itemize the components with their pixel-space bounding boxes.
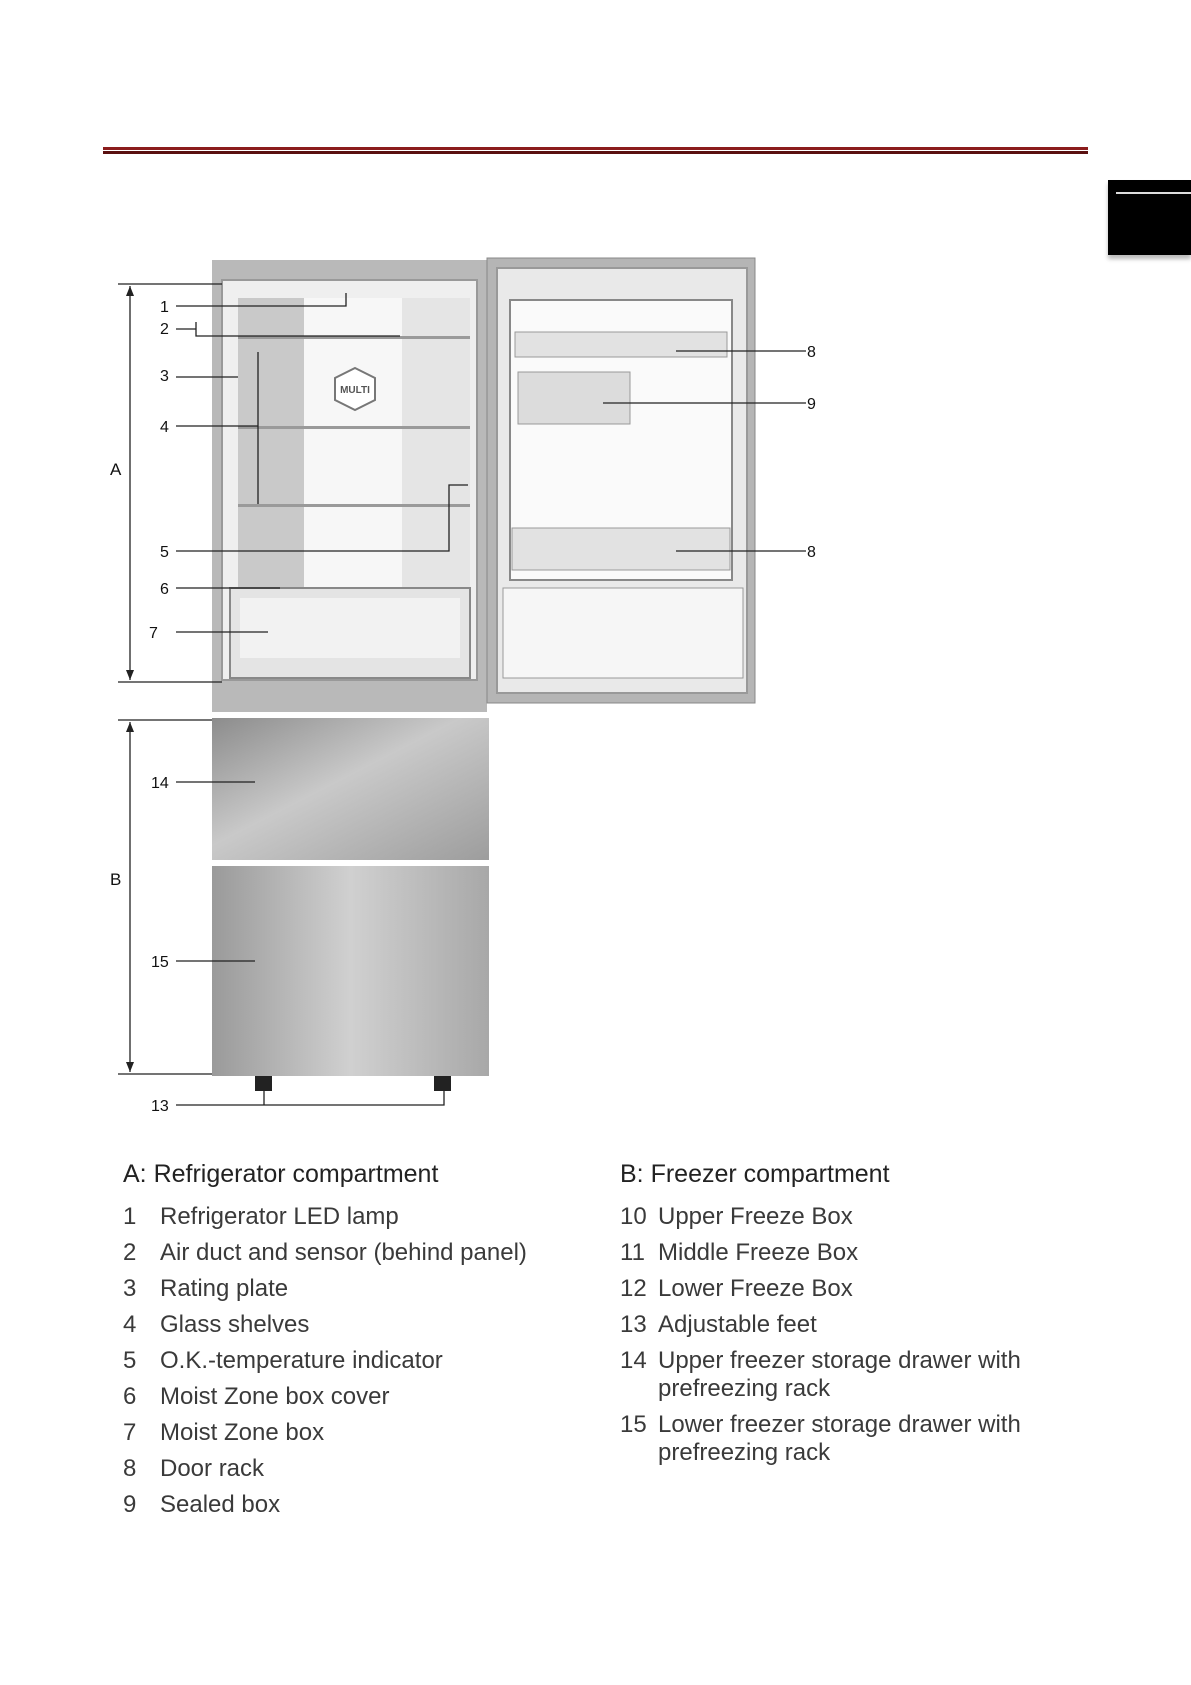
freezer-drawer-lower [212,866,489,1076]
freezer-drawer-upper [212,718,489,860]
door-rack-upper [514,331,728,358]
callout-14: 14 [151,775,169,792]
callout-4: 4 [160,419,169,436]
door-rack-lower [511,527,731,571]
callout-3: 3 [160,368,169,385]
callout-7: 7 [149,625,158,642]
callout-1: 1 [160,299,169,316]
dimension-label-b: B [110,870,121,889]
callout-8-lower: 8 [807,544,816,561]
callout-2: 2 [160,321,169,338]
header-rule [103,147,1088,155]
callout-6: 6 [160,581,169,598]
sealed-box [517,371,631,425]
callout-8-upper: 8 [807,344,816,361]
multi-badge-text: MULTI [340,385,370,396]
fridge-diagram: MULTI A [110,257,816,1115]
callout-13: 13 [151,1098,169,1115]
section-tab-marker [1108,180,1191,255]
dimension-label-a: A [110,460,122,479]
callout-5: 5 [160,544,169,561]
callout-9: 9 [807,396,816,413]
callout-15: 15 [151,954,169,971]
multi-badge [334,366,376,412]
legend-heading-a: A: Refrigerator compartment [123,1160,439,1188]
legend-heading-b: B: Freezer compartment [620,1160,890,1188]
